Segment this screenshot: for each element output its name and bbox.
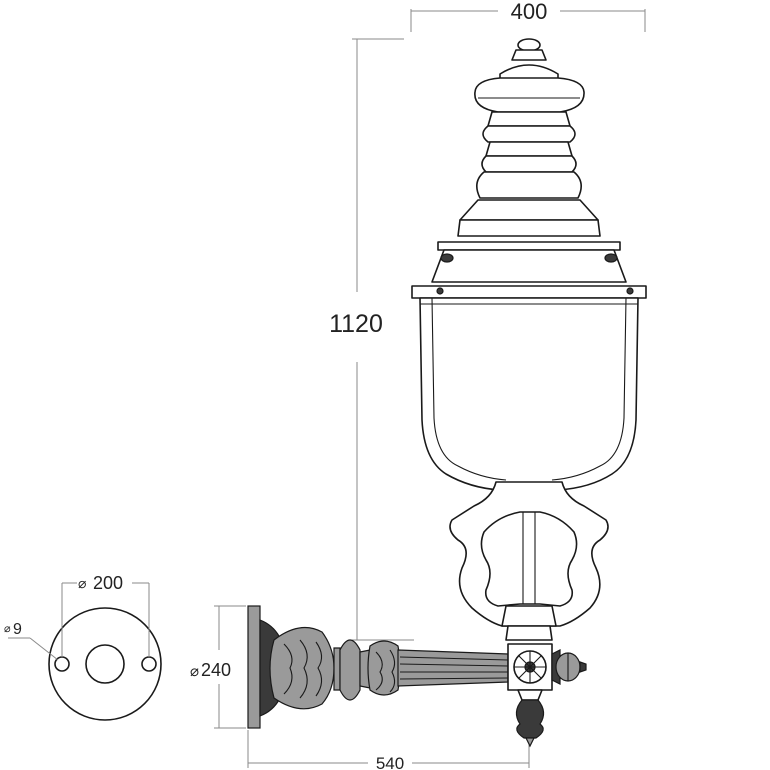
lyre-inner (480, 511, 578, 607)
dim-height-total: 1120 (329, 38, 414, 641)
lantern-head (411, 38, 647, 491)
lyre-bracket (449, 481, 609, 641)
dim-plate-diameter-symbol: ⌀ (190, 663, 199, 680)
wall-plate-front-view: ⌀ 200 ⌀ 9 (4, 573, 162, 721)
glass-bowl (419, 297, 639, 491)
roof-brim (437, 241, 621, 251)
dim-width-top: 400 (410, 0, 646, 32)
dim-hole-spacing-label: 200 (93, 573, 123, 593)
roof-upper (459, 199, 599, 221)
dim-plate-diameter: ⌀ 240 (190, 605, 246, 729)
wall-plate-side (247, 605, 261, 729)
arm-bulb (339, 639, 361, 701)
dim-projection-label: 540 (376, 754, 404, 770)
dim-width-top-label: 400 (511, 0, 548, 24)
cap-dome (474, 77, 585, 113)
dim-height-total-label: 1120 (329, 310, 383, 338)
center-boss-circle (85, 644, 125, 684)
dim-hole-spacing-symbol: ⌀ (78, 575, 86, 591)
dim-hole-diameter-symbol: ⌀ (4, 623, 11, 635)
dim-hole-diameter-label: 9 (13, 621, 22, 638)
dim-plate-diameter-label: 240 (201, 660, 231, 680)
bottom-finial (515, 699, 545, 739)
dim-projection: 540 (247, 730, 530, 770)
arm-collar-1 (269, 626, 335, 710)
frame-ring (411, 285, 647, 299)
arm-fluted-tube (397, 649, 509, 687)
mounting-hole-right (141, 656, 157, 672)
wall-arm (247, 605, 587, 748)
arm-collar-2 (367, 640, 401, 696)
